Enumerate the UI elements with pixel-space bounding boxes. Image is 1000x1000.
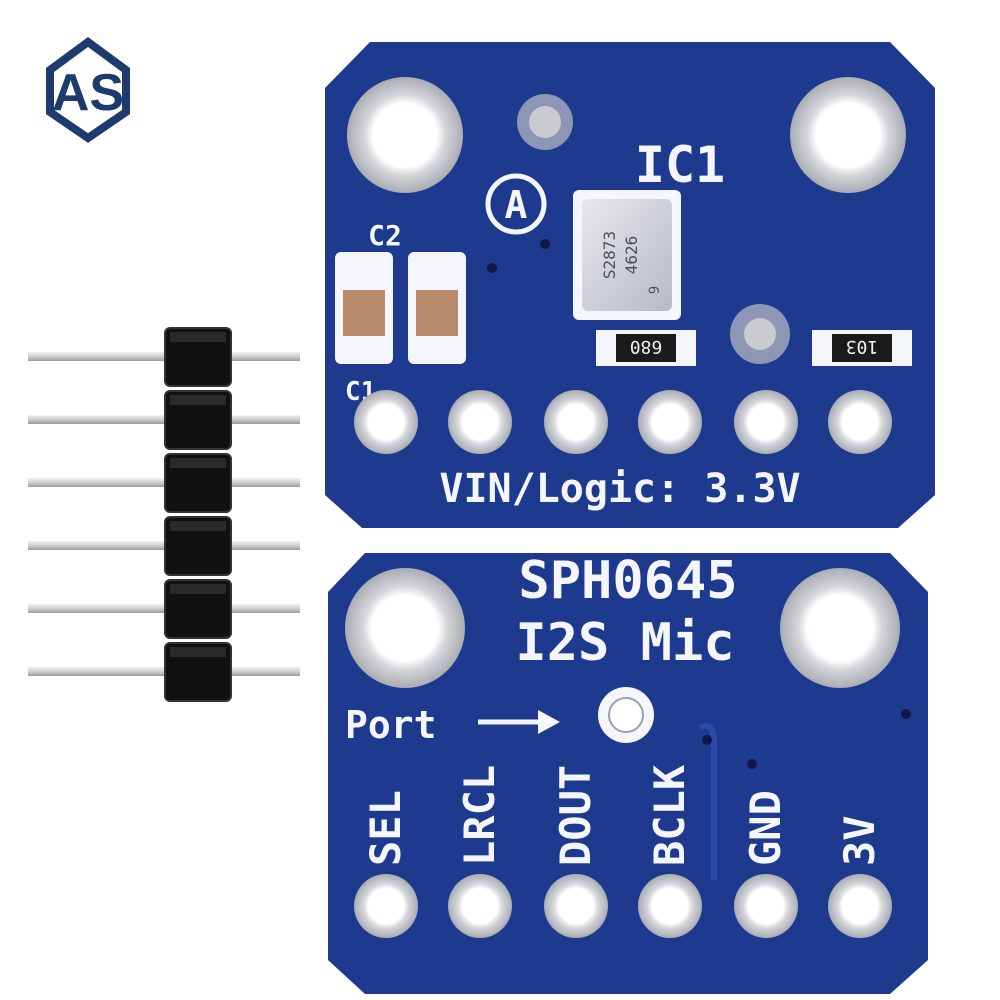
pin-pad bbox=[544, 874, 608, 938]
pin-pad bbox=[544, 390, 608, 454]
resistor-right-marking: 103 bbox=[846, 336, 879, 357]
pin-pad bbox=[638, 390, 702, 454]
mounting-hole bbox=[347, 77, 463, 193]
pin-label-dout: DOUT bbox=[551, 765, 600, 866]
port-hole bbox=[529, 106, 561, 138]
pin-labels: SEL LRCL DOUT BCLK GND 3V bbox=[361, 764, 884, 866]
header-block-highlight bbox=[170, 521, 226, 531]
header-block bbox=[164, 579, 232, 639]
board-title-line2: I2S Mic bbox=[515, 613, 734, 673]
capacitor-c2 bbox=[343, 290, 385, 336]
manufacturer-logo-letter: A bbox=[505, 183, 528, 227]
pin-pad bbox=[828, 390, 892, 454]
header-block-highlight bbox=[170, 584, 226, 594]
mounting-hole bbox=[790, 77, 906, 193]
pin-pad bbox=[448, 874, 512, 938]
resistor-left bbox=[616, 334, 676, 362]
resistor-right bbox=[832, 334, 892, 362]
pin-pad bbox=[354, 874, 418, 938]
pin-pad bbox=[828, 874, 892, 938]
header-block bbox=[164, 642, 232, 702]
mic-chip bbox=[582, 199, 672, 311]
svg-text:S2873: S2873 bbox=[600, 231, 619, 279]
resistor-left-marking: 680 bbox=[630, 336, 663, 357]
cap-label-top: C2 bbox=[368, 219, 402, 252]
bottom-board: SPH0645 I2S Mic Port SEL LRCL DOUT BCLK GND 3… bbox=[328, 551, 928, 994]
manufacturer-logo bbox=[485, 173, 547, 235]
pin-label-bclk: BCLK bbox=[645, 764, 694, 866]
test-pad-center bbox=[744, 318, 776, 350]
via bbox=[702, 735, 712, 745]
via bbox=[747, 759, 757, 769]
via bbox=[901, 709, 911, 719]
brand-logo: AS bbox=[46, 37, 130, 143]
voltage-label: VIN/Logic: 3.3V bbox=[439, 466, 800, 512]
svg-text:9: 9 bbox=[647, 286, 663, 294]
pin-label-gnd: GND bbox=[741, 790, 790, 866]
mounting-hole bbox=[780, 568, 900, 688]
port-label: Port bbox=[345, 703, 437, 747]
port-hole bbox=[608, 697, 644, 733]
pin-pad bbox=[448, 390, 512, 454]
arrow-icon bbox=[478, 710, 560, 734]
via bbox=[487, 263, 497, 273]
header-block bbox=[164, 390, 232, 450]
header-block-highlight bbox=[170, 395, 226, 405]
brand-logo-text: AS bbox=[52, 64, 124, 122]
header-block bbox=[164, 453, 232, 513]
ic-label: IC1 bbox=[635, 136, 725, 194]
bottom-pin-pads bbox=[354, 874, 892, 938]
top-board: A IC1 S2873 4626 9 C2 C1 680 103 VIN/Log… bbox=[325, 42, 935, 528]
pin-pad bbox=[638, 874, 702, 938]
pin-label-lrcl: LRCL bbox=[455, 765, 504, 866]
trace bbox=[698, 722, 717, 880]
pin-pad bbox=[734, 390, 798, 454]
pin-label-3v: 3V bbox=[835, 815, 884, 866]
header-block-highlight bbox=[170, 458, 226, 468]
via bbox=[540, 239, 550, 249]
mounting-hole bbox=[345, 568, 465, 688]
capacitor-c1 bbox=[416, 290, 458, 336]
svg-text:4626: 4626 bbox=[622, 236, 641, 275]
header-block bbox=[164, 516, 232, 576]
pin-pad bbox=[354, 390, 418, 454]
board-title-line1: SPH0645 bbox=[518, 551, 737, 611]
header-block-highlight bbox=[170, 647, 226, 657]
pin-pad bbox=[734, 874, 798, 938]
chip-marking: S2873 4626 9 bbox=[600, 231, 663, 294]
header-block-highlight bbox=[170, 332, 226, 342]
pin-header bbox=[28, 327, 300, 702]
header-block bbox=[164, 327, 232, 387]
pin-label-sel: SEL bbox=[361, 790, 410, 866]
top-pin-pads bbox=[354, 390, 892, 454]
